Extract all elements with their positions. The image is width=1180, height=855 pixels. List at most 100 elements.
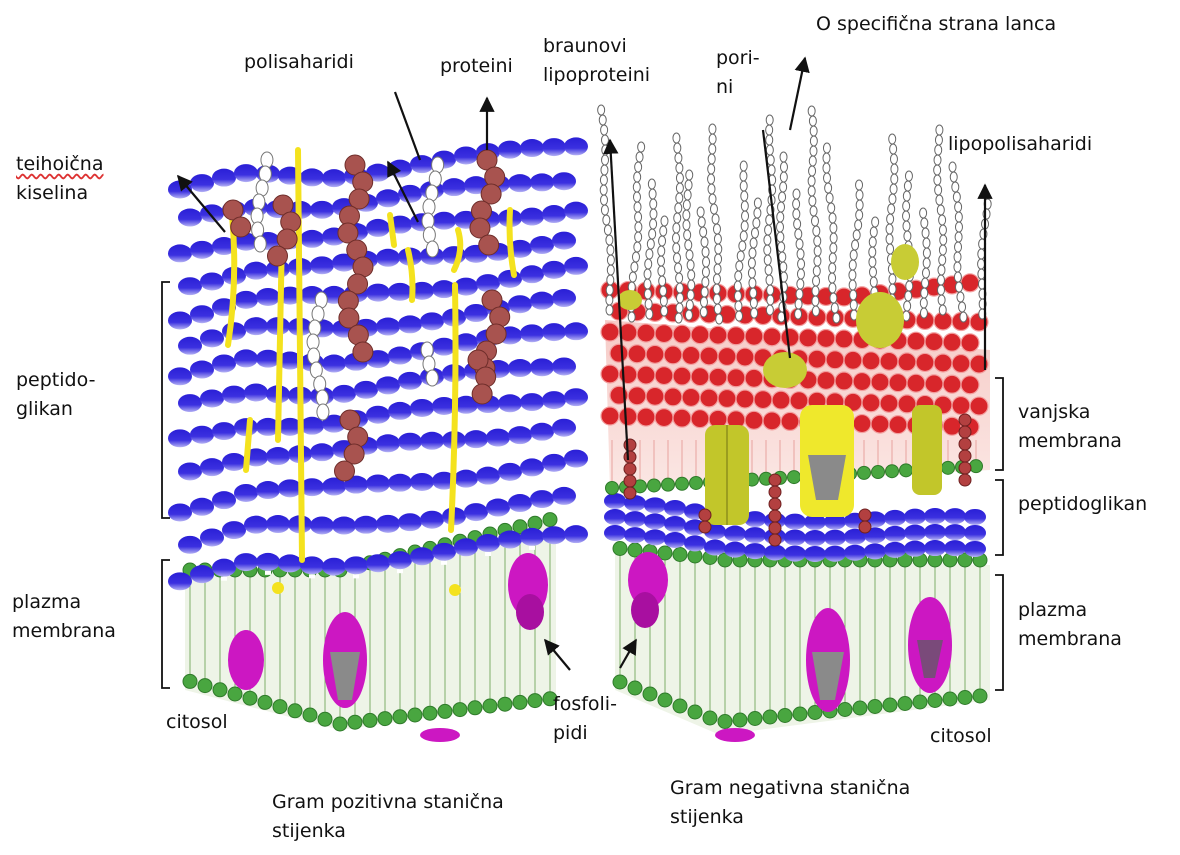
o-chain-link: [675, 153, 682, 163]
crosslink: [485, 485, 491, 489]
peptidoglycan-unit: [664, 532, 686, 548]
lps-core-unit: [673, 325, 691, 343]
arrow-o-strana: [790, 58, 805, 130]
peptidoglycan-unit: [376, 515, 400, 533]
peptidoglycan-unit: [552, 172, 576, 190]
peptidoglycan-unit: [924, 524, 946, 540]
crosslink: [397, 234, 403, 238]
peptidoglycan-unit: [354, 381, 378, 399]
lipoprotein-bead: [959, 414, 971, 426]
o-chain-link: [869, 237, 876, 247]
o-chain-link: [923, 238, 930, 248]
phospholipid-head: [628, 681, 642, 695]
o-chain-link: [750, 288, 757, 298]
peptidoglycan-unit: [454, 538, 478, 556]
o-chain-link: [829, 213, 836, 223]
peptidoglycan-unit: [604, 493, 626, 509]
o-chain-link: [767, 295, 774, 305]
lipoprotein-bead: [699, 521, 711, 533]
o-chain-link: [740, 171, 747, 181]
o-chain-link: [903, 191, 910, 201]
peptidoglycan-unit: [498, 141, 522, 159]
label-o-specificna-strana-lanca: O specifična strana lanca: [816, 10, 1056, 39]
lipoprotein-bead: [959, 438, 971, 450]
o-chain-link: [829, 273, 836, 283]
peptidoglycan-unit: [256, 553, 280, 571]
o-chain-link: [850, 250, 857, 260]
o-chain-link: [675, 203, 682, 213]
o-chain-link: [687, 260, 694, 270]
lps-core-unit: [781, 412, 799, 430]
crosslink: [539, 191, 545, 195]
peptidoglycan-unit: [222, 322, 246, 340]
lipoprotein-bead: [959, 462, 971, 474]
lps-core-unit: [871, 415, 889, 433]
lps-core-unit: [718, 348, 736, 366]
polysaccharide-unit: [423, 227, 435, 243]
lps-core-unit: [889, 416, 907, 434]
lps-core-unit: [655, 325, 673, 343]
label-fosfolipidi: fosfoli- pidi: [553, 690, 617, 748]
lipoprotein-bead: [769, 510, 781, 522]
phospholipid-head: [483, 699, 497, 713]
o-chain-link: [831, 303, 838, 313]
label-line: glikan: [16, 395, 95, 424]
o-chain-link: [808, 176, 815, 186]
o-chain-link: [714, 264, 721, 274]
peptidoglycan-unit: [564, 322, 588, 340]
o-chain-link: [735, 301, 742, 311]
peptidoglycan-unit: [744, 527, 766, 543]
o-chain-link: [811, 216, 818, 226]
polysaccharide-unit: [422, 213, 434, 229]
o-chain-link: [937, 205, 944, 215]
crosslink: [309, 435, 315, 439]
o-chain-link: [649, 189, 656, 199]
peptidoglycan-unit: [244, 383, 268, 401]
peptidoglycan-unit: [310, 201, 334, 219]
o-chain-link: [661, 306, 668, 316]
peptidoglycan-unit: [552, 232, 576, 250]
o-chain-link: [766, 145, 773, 155]
o-chain-link: [606, 235, 613, 245]
peptidoglycan-unit: [432, 212, 456, 230]
o-chain-link: [921, 288, 928, 298]
o-chain-link: [766, 305, 773, 315]
o-chain-link: [676, 163, 683, 173]
o-chain-link: [638, 142, 645, 152]
phospholipid-head: [838, 703, 852, 717]
peptidoglycan-unit: [508, 295, 532, 313]
label-lipopolisaharidi: lipopolisaharidi: [948, 130, 1092, 159]
o-chain-link: [978, 259, 985, 269]
peptidoglycan-unit: [520, 139, 544, 157]
o-chain-link: [904, 231, 911, 241]
o-chain-link: [697, 207, 704, 217]
phospholipid-head: [718, 715, 732, 729]
phospholipid-head: [213, 683, 227, 697]
peptidoglycan-unit: [388, 474, 412, 492]
peptidoglycan-unit: [644, 497, 666, 513]
label-line: vanjska: [1018, 398, 1122, 427]
outer-lipid-head: [872, 466, 885, 479]
o-chain-link: [939, 305, 946, 315]
lps-core-unit: [664, 388, 682, 406]
o-chain-link: [676, 183, 683, 193]
o-chain-link: [676, 273, 683, 283]
label-line: peptido-: [16, 366, 95, 395]
lps-core-unit: [709, 368, 727, 386]
phospholipid-head: [393, 710, 407, 724]
label-vanjska-membrana: vanjska membrana: [1018, 398, 1122, 456]
o-chain-link: [601, 195, 608, 205]
peptidoglycan-unit: [190, 498, 214, 516]
crosslink: [539, 508, 545, 512]
peptidoglycan-unit: [552, 357, 576, 375]
peptidoglycan-unit: [168, 572, 192, 590]
label-line: lipopolisaharidi: [948, 130, 1092, 159]
peptidoglycan-unit: [322, 169, 346, 187]
o-chain-link: [936, 125, 943, 135]
protein-bead: [472, 384, 492, 404]
peptidoglycan-unit: [200, 528, 224, 546]
phospholipid-head: [703, 711, 717, 725]
protein-bead: [476, 367, 496, 387]
crosslink: [495, 447, 501, 451]
o-chain-link: [939, 215, 946, 225]
